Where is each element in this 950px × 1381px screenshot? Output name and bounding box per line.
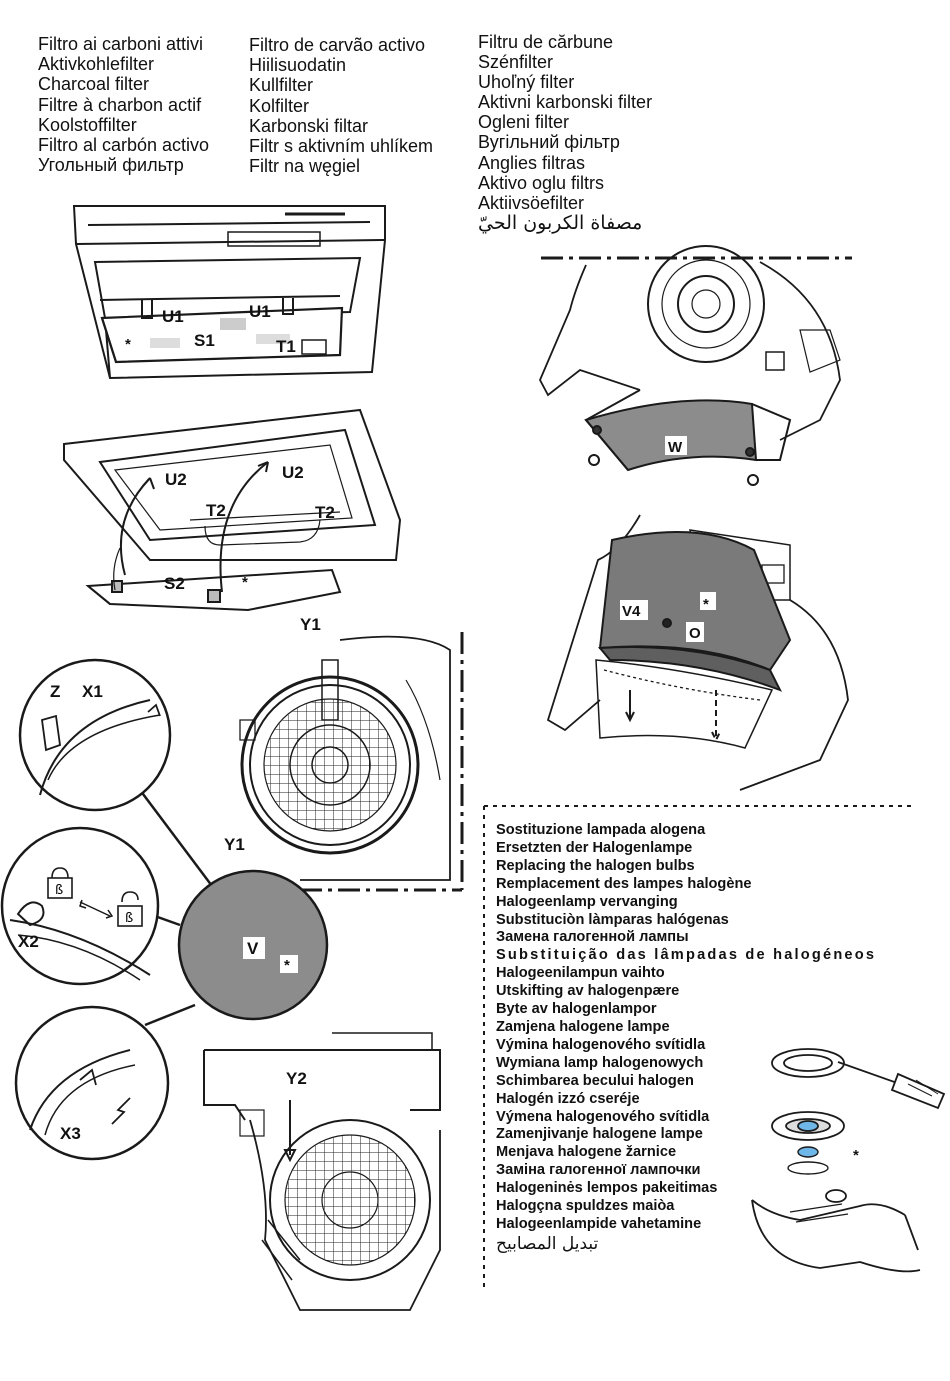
title_column_3-line: Aktivni karbonski filter — [478, 92, 653, 113]
title_column_1-line: Filtro ai carboni attivi — [38, 34, 204, 54]
figure-motor-y2 — [203, 1032, 441, 1311]
halogen-title-line: Halogeninės lempos pakeitimas — [496, 1180, 718, 1197]
halogen-title-line: Výmina halogenového svítidla — [496, 1036, 706, 1053]
title_column_2-line: Kullfilter — [249, 75, 314, 96]
title_column_1-line: Filtre à charbon actif — [38, 94, 202, 115]
halogen-title-line: Wymiana lamp halogenowych — [496, 1054, 704, 1071]
label-u1-right: U1 — [249, 302, 271, 321]
label-x1: X1 — [82, 682, 103, 701]
halogen-title-line: Zamenjivanje halogene lampe — [496, 1126, 703, 1143]
title_column_2-line: Filtr na węgiel — [249, 156, 361, 177]
halogen-title-line: Zamjena halogene lampe — [496, 1018, 670, 1035]
lock-closed-icon — [47, 867, 73, 899]
label-u2-right: U2 — [282, 463, 304, 482]
label-star-bulb: * — [853, 1147, 859, 1164]
figure-hood-s1 — [72, 205, 386, 380]
figure-hood-s2 — [63, 408, 402, 612]
label-t2-left: T2 — [206, 501, 226, 520]
title_column_1-line: Filtro al carbón activo — [38, 135, 210, 156]
section-divider — [483, 805, 915, 1290]
label-y1-top: Y1 — [300, 615, 321, 634]
label-x3: X3 — [60, 1124, 81, 1143]
title_column_3-line: Uhoľný filter — [478, 72, 575, 93]
halogen-title-line: Sostituzione lampada alogena — [496, 822, 706, 838]
label-s2: S2 — [164, 574, 185, 593]
title_column_3-line: Filtru de cărbune — [478, 32, 614, 52]
title_column_1-line: Угольный фильтр — [38, 155, 184, 176]
title_column_1-line: Koolstoffilter — [38, 114, 137, 135]
label-z: Z — [50, 682, 60, 701]
title_column_2-line: Hiilisuodatin — [249, 55, 347, 76]
title_column_3-line: Szénfilter — [478, 52, 554, 73]
label-star-4: * — [703, 596, 709, 613]
halogen-title-line: Halogeenilampun vaihto — [496, 965, 665, 982]
halogen-bulb-illustration — [771, 1111, 845, 1175]
halogen-title-line: Menjava halogene žarnice — [496, 1144, 677, 1161]
lock-symbol-open: ß — [125, 911, 133, 926]
halogen-title-line: Halogén izzó cseréje — [496, 1090, 640, 1107]
halogen-title-line: Utskifting av halogenpære — [496, 983, 680, 1000]
halogen-title-line: Byte av halogenlampor — [496, 1001, 657, 1018]
lock-symbol-closed: ß — [55, 883, 63, 898]
title-arabic-line: مصفاة الكربون الحيّ — [478, 211, 643, 234]
label-t1: T1 — [276, 337, 296, 356]
halogen-title-line: Replacing the halogen bulbs — [496, 857, 695, 874]
halogen-title-line: Halogçna spuldzes maiòa — [496, 1198, 675, 1215]
figure-motor-y1 — [239, 632, 464, 892]
title_column_3-line: Ogleni filter — [478, 112, 570, 133]
title_column_2-line: Filtro de carvão activo — [249, 35, 426, 55]
label-u1-left: U1 — [162, 307, 184, 326]
lock-open-icon — [117, 891, 143, 927]
halogen-title-line: Halogeenlamp vervanging — [496, 893, 678, 910]
title_column_2-line: Filtr s aktivním uhlíkem — [249, 136, 434, 157]
label-s1: S1 — [194, 331, 215, 350]
figure-motor-v4 — [546, 514, 849, 791]
halogen-title-line: Заміна галогенної лампочки — [496, 1162, 701, 1179]
title_column_2-line: Karbonski filtar — [249, 115, 369, 136]
label-x2: X2 — [18, 932, 39, 951]
halogen-title-line: Halogeenlampide vahetamine — [496, 1215, 702, 1232]
halogen-title-line: Schimbarea becului halogen — [496, 1072, 694, 1089]
label-star-2: * — [242, 574, 248, 591]
halogen-title-line: Výmena halogenového svítidla — [496, 1108, 710, 1125]
halogen-title-line: Ersetzten der Halogenlampe — [496, 839, 693, 856]
label-star-v: * — [284, 957, 290, 974]
halogen-title-line: Substituição das lâmpadas de halogéneos — [496, 947, 877, 964]
figure-motor-w — [539, 245, 852, 472]
label-w: W — [668, 439, 683, 456]
zoom-circles — [0, 658, 216, 1161]
label-y1-bottom: Y1 — [224, 835, 245, 854]
title_column_3-line: Aktivo oglu filtrs — [478, 172, 605, 193]
label-v4: V4 — [622, 603, 641, 620]
label-v: V — [247, 939, 259, 958]
label-o: O — [689, 625, 701, 642]
halogen-title-line: Замена галогенной лампы — [496, 929, 689, 946]
title_column_3-line: Вугільний фільтр — [478, 132, 620, 153]
title_column_2-line: Kolfilter — [249, 95, 310, 116]
halogen-title-arabic: تبديل المصابيح — [496, 1233, 599, 1254]
hand-illustration — [751, 1189, 921, 1273]
title_column_1-line: Aktivkohlefilter — [38, 54, 155, 75]
label-star-1: * — [125, 336, 131, 353]
label-t2-right: T2 — [315, 503, 335, 522]
halogen-title-line: Remplacement des lampes halogène — [496, 875, 752, 892]
label-u2-left: U2 — [165, 470, 187, 489]
screwdriver-illustration — [771, 1048, 946, 1110]
title_column_3-line: Anglies filtras — [478, 152, 586, 173]
title_column_1-line: Charcoal filter — [38, 74, 150, 95]
title_column_3-line: Aktiivsöefilter — [478, 192, 585, 213]
halogen-title-line: Substituciòn làmparas halógenas — [496, 911, 729, 928]
label-y2: Y2 — [286, 1069, 307, 1088]
